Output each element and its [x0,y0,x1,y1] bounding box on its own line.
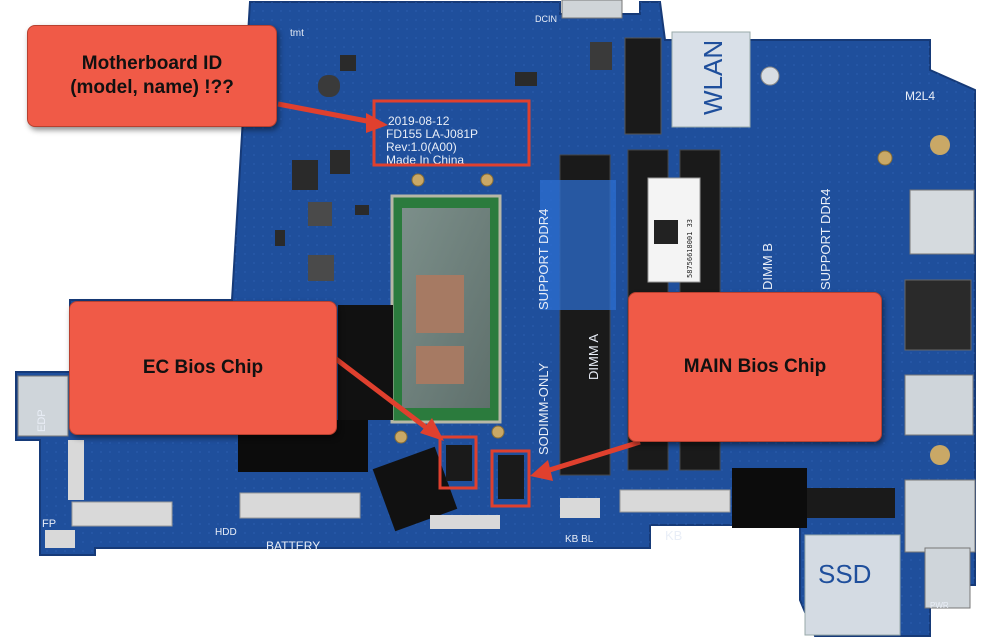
battery-label: BATTERY [266,539,320,553]
dimm-a-label: DIMM A [586,333,601,380]
dimm-b-label: DIMM B [760,243,775,290]
dimm-a-area [540,180,616,310]
tmt-label: tmt [290,28,304,39]
board-date: 2019-08-12 [388,114,450,128]
ssd-shield [804,534,901,636]
edp-connector [17,375,69,437]
m2l4-label: M2L4 [905,89,935,103]
ddr4-left-label: SUPPORT DDR4 [536,209,551,310]
ddr4-right-label: SUPPORT DDR4 [818,189,833,290]
cpu-die-1 [416,275,464,333]
sticker-code: 58756618001 33 [686,219,694,278]
wlan-slot [624,37,662,135]
main-bios-chip-body [498,455,524,499]
edp-label: EDP [36,409,48,432]
motherboard-id-highlight [372,99,531,167]
kb-connector [619,489,731,513]
dcin-label: DCIN [535,14,557,24]
pwr-label: PWR [930,601,949,610]
kb-bl-label: KB BL [565,534,594,545]
fp-connector [45,530,75,548]
dcin-connector [561,0,623,19]
battery-connector [239,492,361,519]
smd-components-left [275,42,612,281]
hdd-connector [71,501,173,527]
wlan-shield [671,31,751,128]
board-model: FD155 LA-J081P [386,127,478,141]
kb-bl-connector [560,498,600,518]
qr-code [654,220,678,244]
kb-label: KB [665,528,682,543]
ssd-slot [805,488,895,518]
main-bios-highlight [490,449,531,508]
right-ports [904,135,976,553]
black-area-right [732,468,807,528]
callout-arrows [277,101,641,481]
sodimm-only-label: SODIMM-ONLY [536,362,551,455]
bottom-connector-1 [430,515,500,529]
board-revision: Rev:1.0(A00) [386,140,457,154]
main-bios-callout: MAIN Bios Chip [628,292,882,442]
ec-controller [372,446,458,532]
cpu-die-2 [416,346,464,384]
left-connector-strip [68,440,84,500]
audio-jack [924,547,971,609]
mounting-holes [394,150,893,444]
fp-label: FP [42,518,56,530]
motherboard-id-callout: Motherboard ID (model, name) !?? [27,25,277,127]
wlan-label: WLAN [698,40,728,115]
ec-bios-highlight [438,435,478,490]
ec-bios-callout: EC Bios Chip [69,301,337,435]
black-area-left [338,305,393,420]
ssd-label: SSD [818,559,871,589]
hdd-label: HDD [215,527,237,538]
ec-bios-chip-body [446,445,472,481]
